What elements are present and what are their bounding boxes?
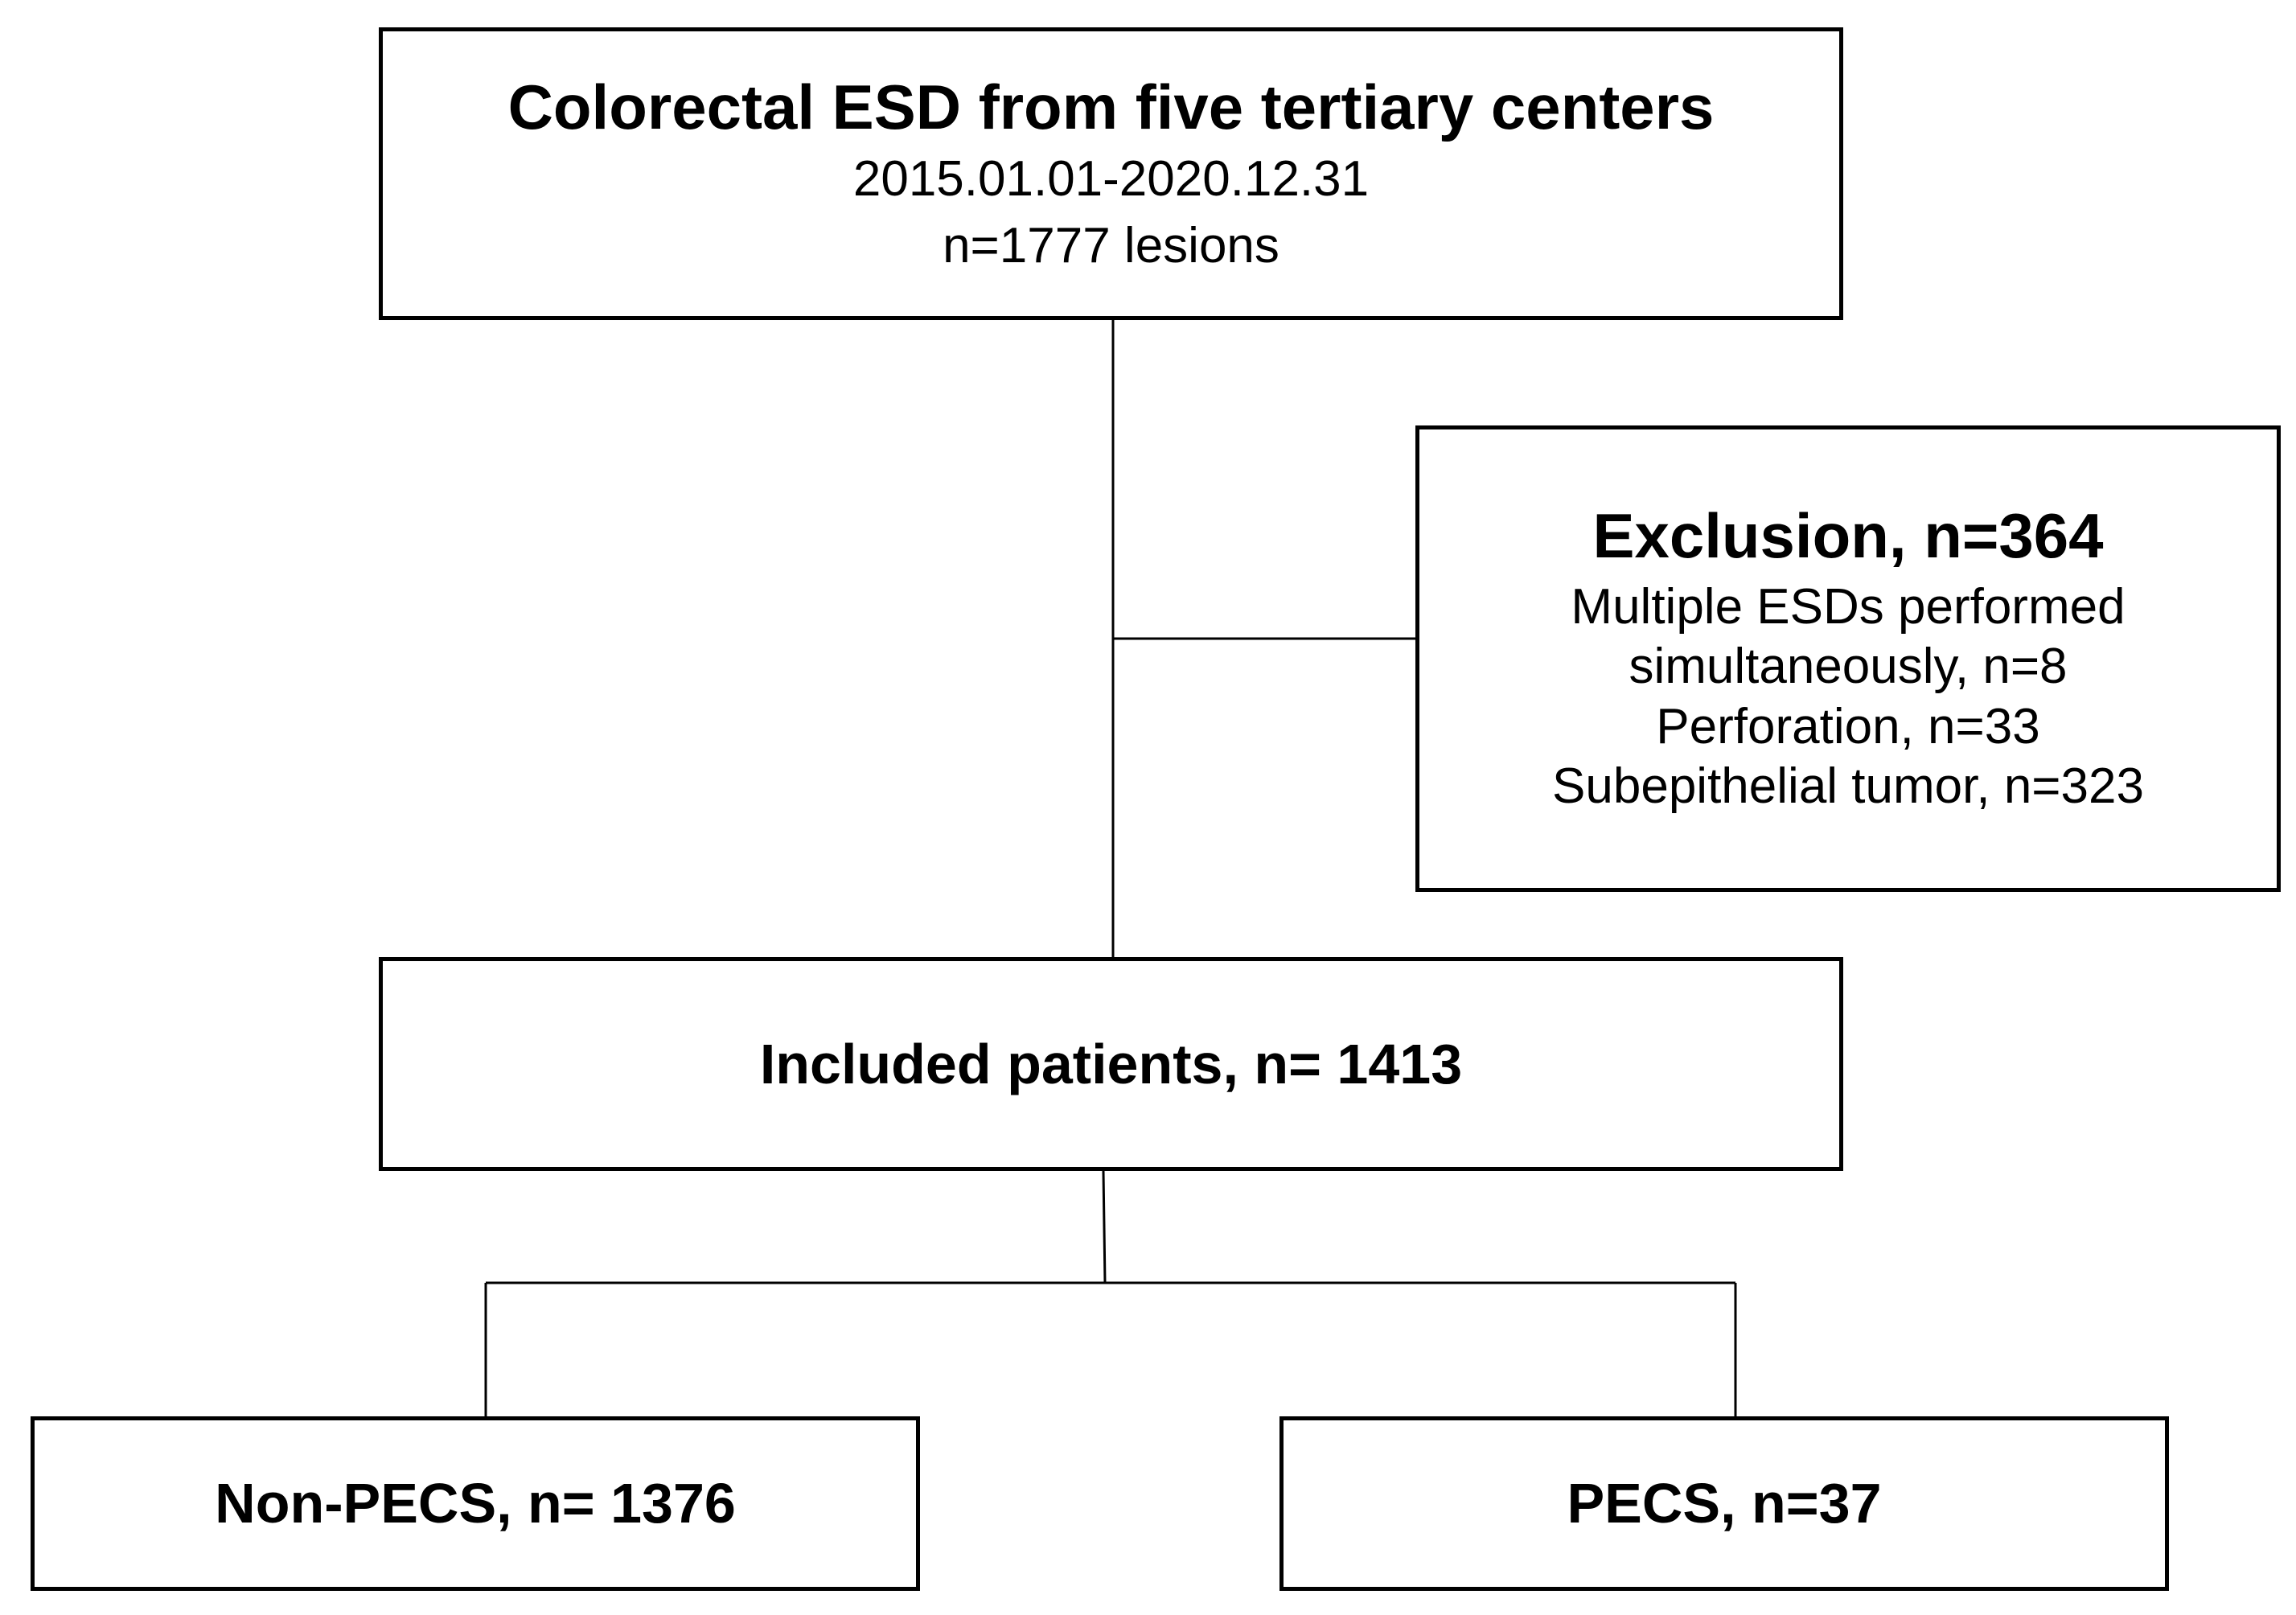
exclusion-reason: Perforation, n=33 bbox=[1656, 698, 2040, 754]
non-pecs-title: Non-PECS, n= 1376 bbox=[215, 1472, 736, 1535]
pecs-box: PECS, n=37 bbox=[1279, 1416, 2169, 1591]
source-title: Colorectal ESD from five tertiary center… bbox=[507, 71, 1715, 142]
included-title: Included patients, n= 1413 bbox=[759, 1032, 1463, 1095]
exclusion-title: Exclusion, n=364 bbox=[1592, 500, 2104, 572]
included-box: Included patients, n= 1413 bbox=[379, 957, 1843, 1171]
source-period: 2015.01.01-2020.12.31 bbox=[852, 151, 1370, 208]
pecs-title: PECS, n=37 bbox=[1567, 1472, 1882, 1535]
exclusion-reason: Multiple ESDs performed bbox=[1571, 579, 2126, 635]
exclusion-reason: Subepithelial tumor, n=323 bbox=[1552, 758, 2144, 815]
source-box: Colorectal ESD from five tertiary center… bbox=[379, 27, 1843, 320]
exclusion-reason: simultaneously, n=8 bbox=[1629, 639, 2068, 695]
non-pecs-box: Non-PECS, n= 1376 bbox=[31, 1416, 920, 1591]
connector-included-to-split bbox=[1102, 1170, 1107, 1284]
source-count: n=1777 lesions bbox=[943, 217, 1279, 273]
exclusion-box: Exclusion, n=364 Multiple ESDs performed… bbox=[1415, 425, 2281, 892]
